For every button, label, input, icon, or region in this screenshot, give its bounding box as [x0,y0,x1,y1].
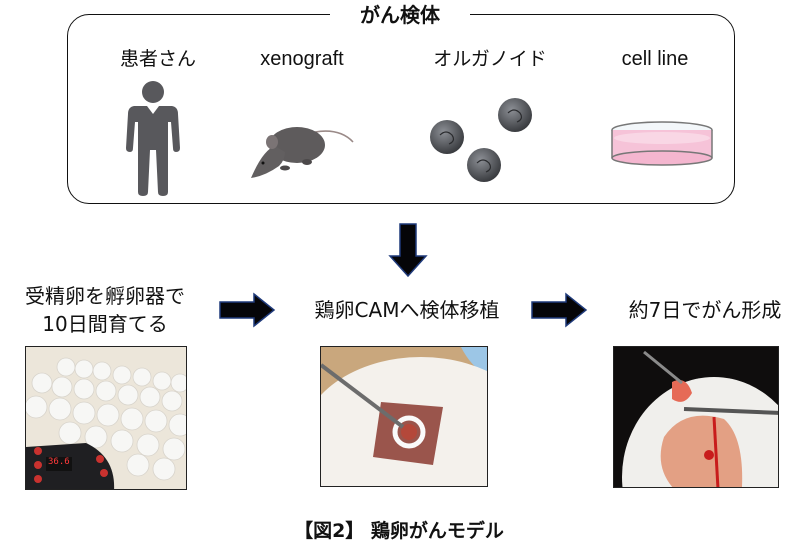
source-label-cell-line: cell line [621,48,689,70]
step-1-label: 受精卵を孵卵器で 10日間育てる [0,282,210,338]
mouse-icon [251,127,354,178]
step-1-line-2: 10日間育てる [42,312,168,336]
patient-icon [126,81,180,196]
step-2-label: 鶏卵CAMへ検体移植 [314,298,500,322]
petri-dish-icon [611,121,713,166]
group-title: がん検体 [330,2,470,28]
source-label-organoid: オルガノイド [433,48,547,70]
tumor-formation-photo [613,346,779,488]
egg-with-graft-icon [321,347,487,486]
right-arrow-icon-1 [219,292,276,328]
egg-tumor-icon [614,347,778,487]
incubator-photo: 36.6 [25,346,187,490]
step-3-label: 約7日でがん形成 [628,298,782,322]
source-label-xenograft: xenograft [260,48,344,70]
down-arrow-icon [388,223,428,278]
step-1-line-1: 受精卵を孵卵器で [25,284,185,308]
incubator-temperature-display: 36.6 [48,457,70,467]
right-arrow-icon-2 [531,292,588,328]
figure-caption: 【図2】 鶏卵がんモデル [294,520,504,542]
organoid-icon [430,98,532,182]
source-label-patient: 患者さん [119,48,196,70]
eggs-in-incubator-icon [26,347,186,489]
cam-transplant-photo [320,346,488,487]
